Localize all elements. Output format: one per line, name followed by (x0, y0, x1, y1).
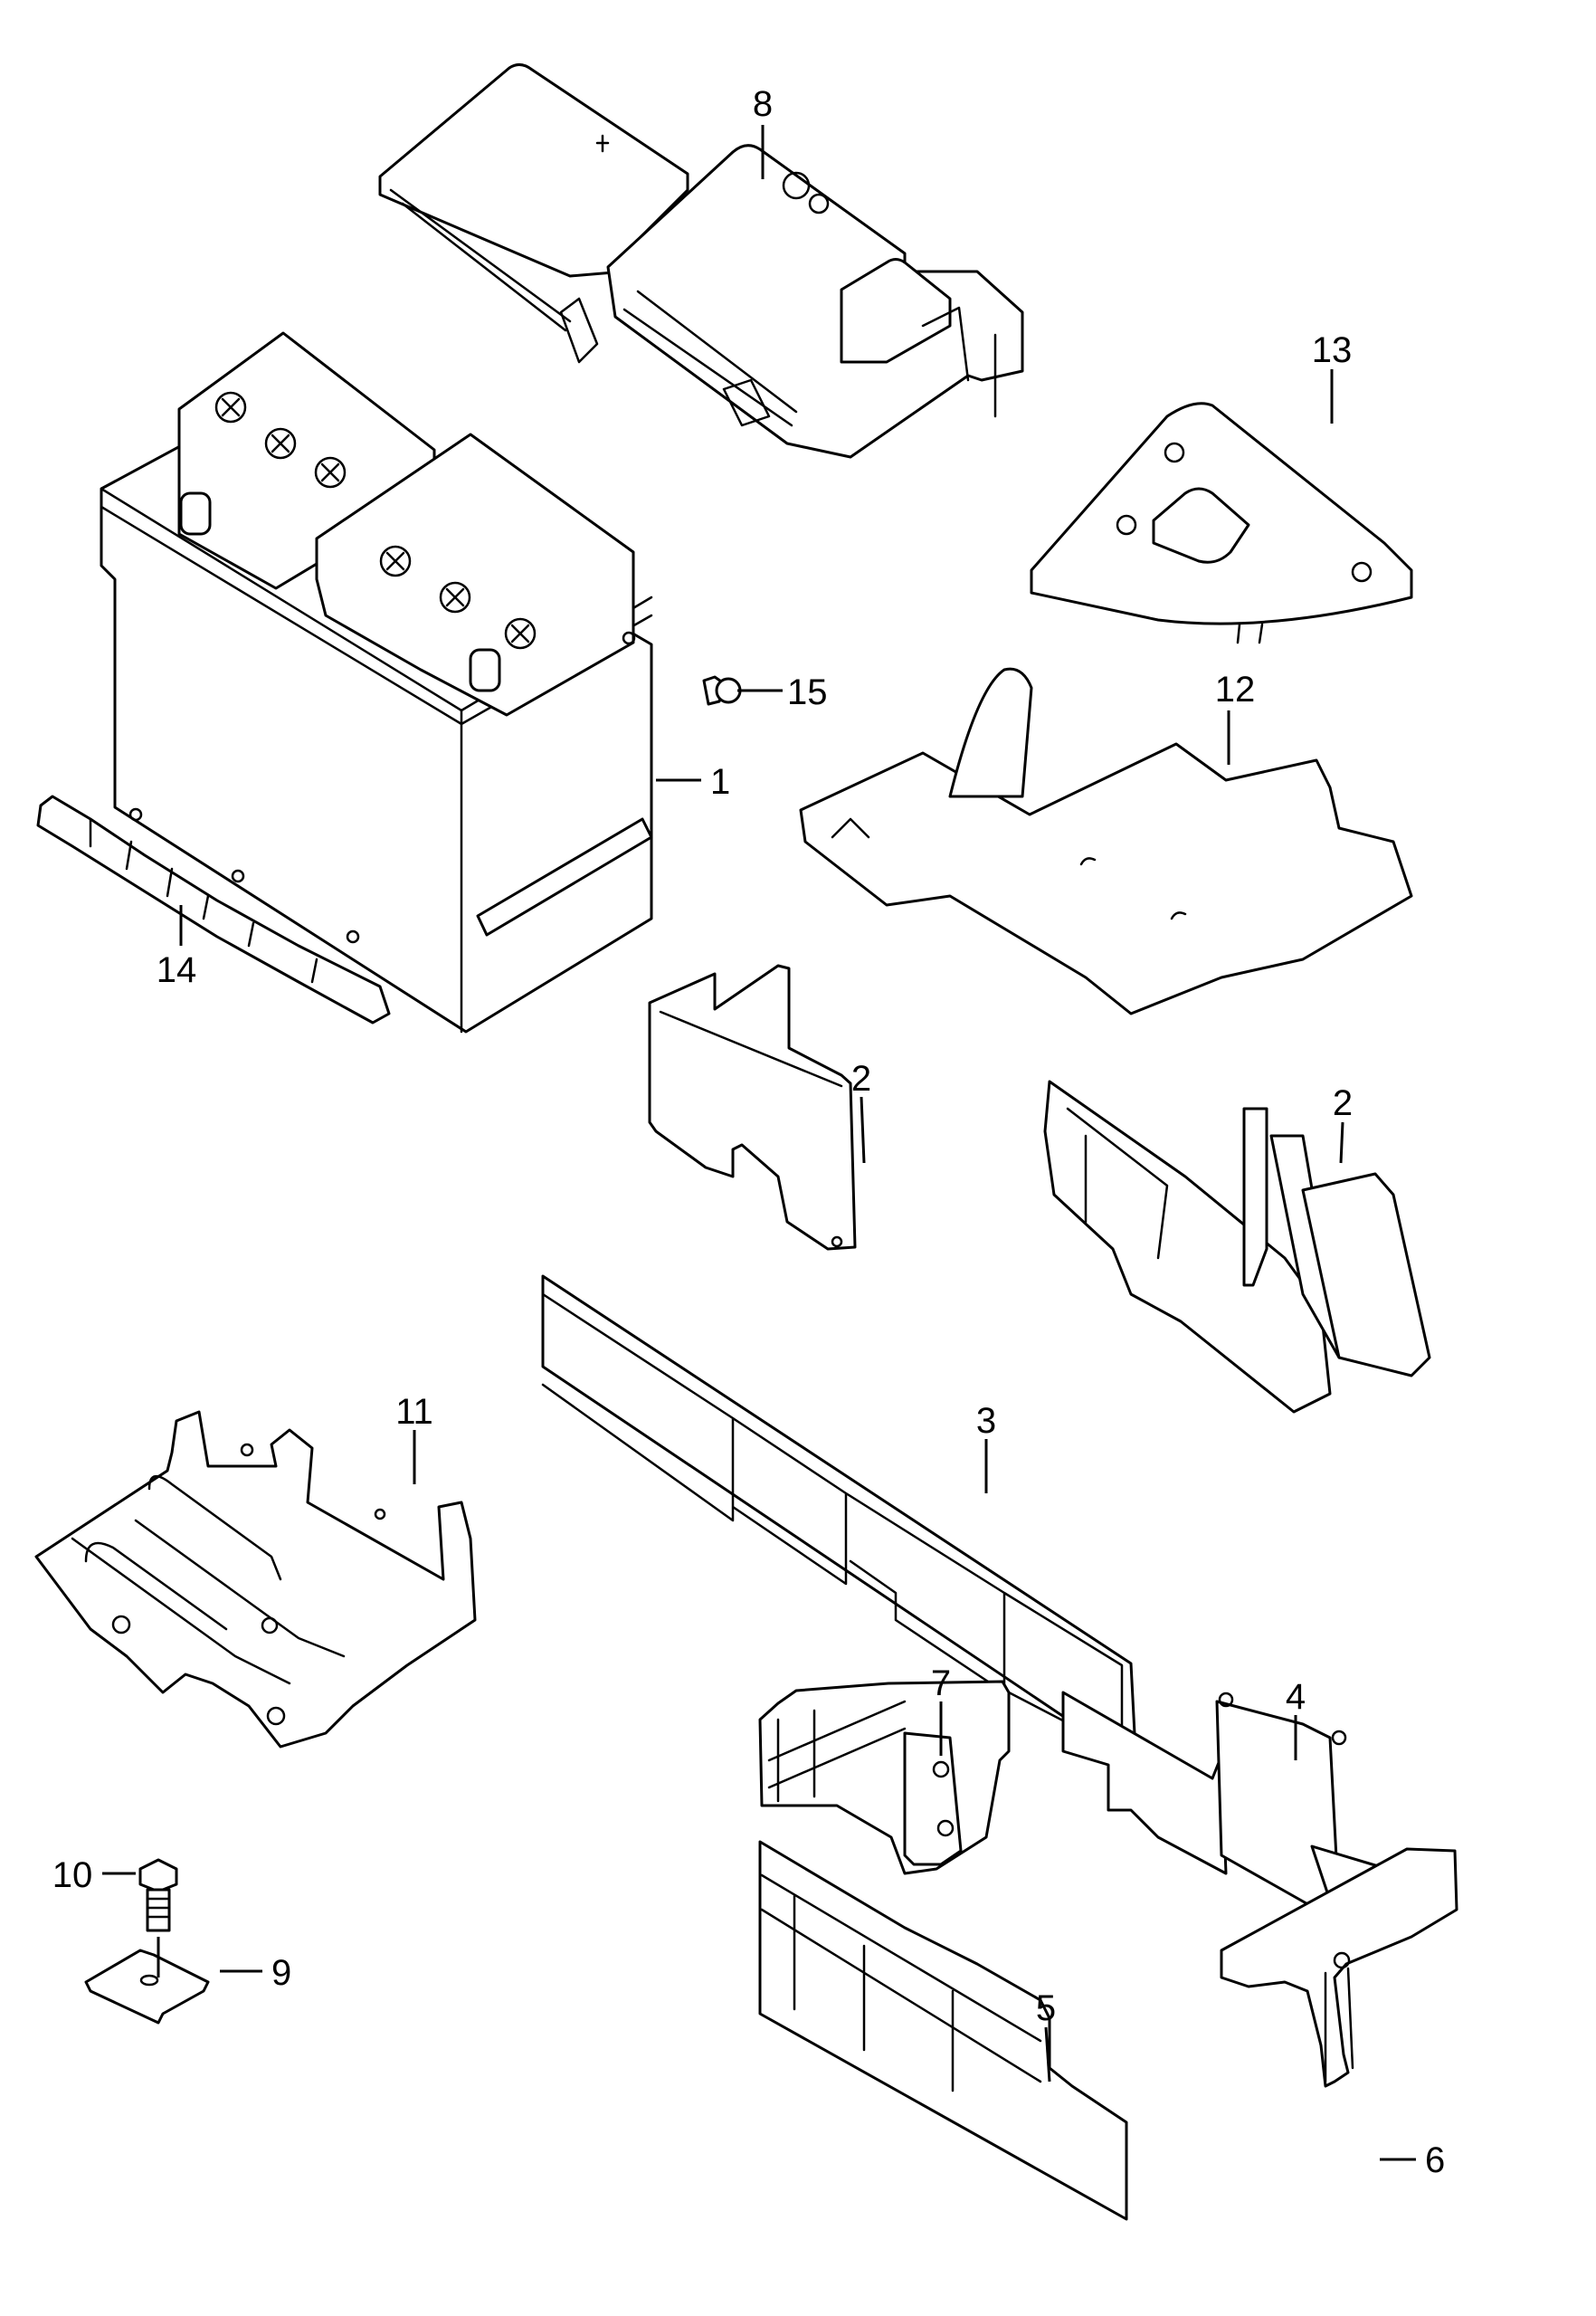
part-2b-side-cover (1043, 1080, 1431, 1414)
plus-sign-icon (595, 134, 610, 153)
part-13-cover-cap (1030, 402, 1413, 644)
callout-10: 10 (52, 1855, 93, 1895)
callout-5: 5 (1036, 1988, 1056, 2028)
callout-2a: 2 (851, 1059, 871, 1099)
callout-12: 12 (1215, 670, 1256, 710)
callout-labels: 8 13 15 12 1 14 2 2 3 11 7 4 10 9 5 6 (52, 84, 1446, 2180)
part-8-fuse-holder (378, 63, 1024, 459)
callout-8: 8 (753, 84, 773, 124)
part-5-insulation-panel (758, 1840, 1128, 2221)
part-12-carrier-plate (799, 667, 1413, 1015)
callout-13: 13 (1312, 330, 1353, 370)
callout-1: 1 (710, 762, 730, 802)
leader-2a (860, 1096, 866, 1164)
callout-7: 7 (931, 1663, 951, 1703)
leader-lines (102, 125, 1416, 2161)
part-1-battery (100, 331, 653, 1034)
callout-9: 9 (271, 1953, 291, 1993)
part-7-side-panel (758, 1680, 1011, 1875)
leader-2b (1339, 1121, 1344, 1164)
part-6-cover-frame (1220, 1847, 1458, 2088)
part-9-clamping-plate (84, 1937, 210, 2025)
callout-2b: 2 (1333, 1083, 1353, 1123)
callout-11: 11 (395, 1392, 433, 1432)
callout-4: 4 (1286, 1677, 1306, 1717)
callout-3: 3 (976, 1401, 996, 1441)
part-11-battery-tray (34, 1410, 477, 1749)
part-10-bolt (138, 1858, 178, 1932)
part-14-retaining-strip (36, 795, 391, 1025)
callout-14: 14 (157, 950, 197, 990)
part-3-insulation-panel (541, 1274, 1137, 1758)
part-2a-side-cover (648, 964, 857, 1251)
callout-6: 6 (1425, 2140, 1445, 2180)
leader-5 (1044, 2026, 1051, 2082)
callout-15: 15 (787, 672, 828, 712)
part-15-plug (702, 675, 742, 706)
